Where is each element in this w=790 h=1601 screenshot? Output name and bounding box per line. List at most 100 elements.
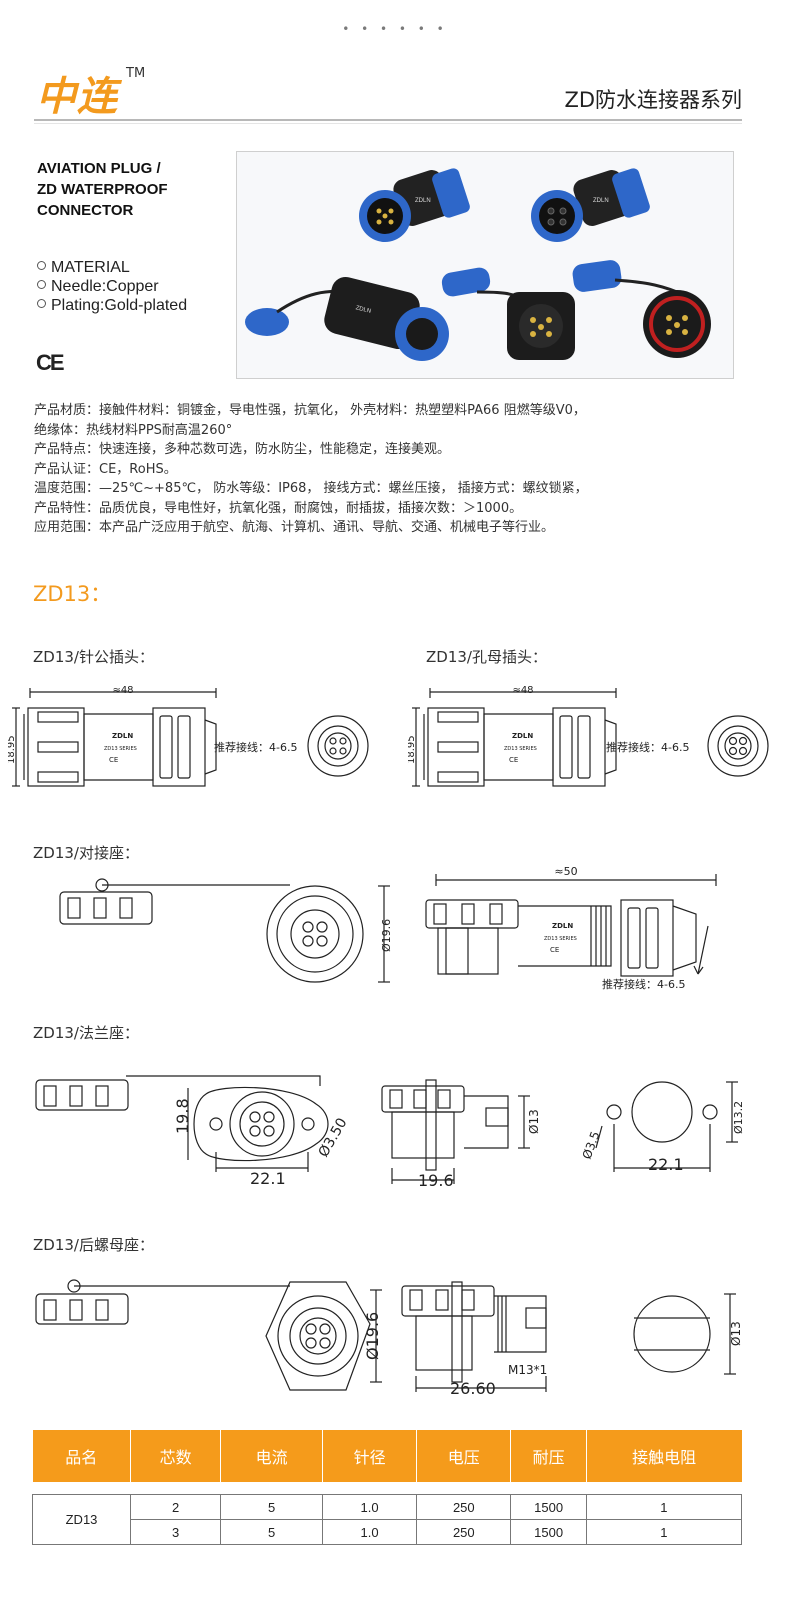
male-plug-label: ZD13/针公插头： (33, 648, 154, 666)
female-plug-drawing: ≈48 18.95 ZDLN ZD13 SERIES CE 推荐接线：4-6.5 (408, 685, 769, 787)
table-cell: 1 (585, 1519, 743, 1545)
spec-table: 品名 芯数 电流 针径 电压 耐压 接触电阻 ZD13 2 5 1.0 250 … (31, 1430, 743, 1545)
female-plug-label: ZD13/孔母插头： (426, 648, 547, 666)
dim-width: 22.1 (250, 1169, 286, 1188)
material-item: Needle:Copper (37, 277, 187, 296)
table-cell: 5 (220, 1494, 324, 1520)
flange-socket-side-drawing: 19.6 Ø13 (381, 1079, 541, 1190)
dim-length: ≈48 (512, 685, 533, 696)
table-row: 3 5 1.0 250 1500 1 (33, 1519, 743, 1545)
bullet-icon (37, 299, 46, 308)
dim-hole: Ø3.5 (580, 1129, 603, 1161)
wire-range: 推荐接线：4-6.5 (602, 977, 685, 991)
header-divider-shadow (34, 123, 742, 124)
male-plug-drawing: ≈48 18.95 ZDLN ZD13 SERIES CE 推荐接线：4-6.5 (8, 685, 369, 787)
material-list: MATERIAL Needle:Copper Plating:Gold-plat… (37, 258, 187, 315)
description-line: 产品特性：品质优良，导电性好，抗氧化强，耐腐蚀，耐插拔，插接次数：＞1000。 (34, 500, 523, 516)
table-cell: 1.0 (322, 1519, 418, 1545)
dim-hole: Ø3.50 (316, 1115, 351, 1160)
svg-text:ZDLN: ZDLN (415, 198, 431, 204)
product-name-cell: ZD13 (31, 1494, 132, 1545)
dim-height: 19.8 (173, 1098, 192, 1134)
bullet-icon (37, 261, 46, 270)
male-plug-image: ZDLN (359, 168, 470, 242)
dim-length: ≈50 (554, 866, 577, 878)
description-line: 产品材质：接触件材料：铜镀金，导电性强，抗氧化， 外壳材料：热塑塑料PA66 阻… (34, 403, 586, 418)
female-plug-image: ZDLN (531, 168, 650, 242)
table-cell: 2 (130, 1494, 222, 1520)
rear-nut-panel-cutout-drawing: Ø13 (633, 1293, 743, 1375)
dim-diameter: Ø13 (729, 1321, 743, 1346)
connector-photo-illustration: ZDLN ZDLN ZDLN (245, 168, 711, 361)
dim-diameter: Ø13 (527, 1109, 541, 1134)
svg-text:CE: CE (550, 946, 559, 954)
svg-text:CE: CE (509, 756, 518, 764)
butt-socket-image: ZDLN (245, 276, 449, 361)
dim-length: 26.60 (450, 1379, 496, 1398)
dim-diameter: Ø19.6 (380, 919, 393, 952)
brand-logo: 中连 (36, 74, 118, 120)
table-cell: 1500 (510, 1519, 587, 1545)
header-cell: 品名 (32, 1430, 132, 1482)
flange-socket-image (441, 267, 575, 360)
rear-nut-socket-label: ZD13/后螺母座： (33, 1236, 154, 1254)
trademark-mark: TM (126, 66, 146, 81)
table-cell: 1.0 (322, 1494, 418, 1520)
product-photo: ZDLN ZDLN ZDLN (236, 151, 734, 379)
dim-height: 18.95 (8, 735, 17, 764)
dim-diameter: Ø19.6 (363, 1312, 382, 1360)
product-title-line: ZD WATERPROOF (37, 181, 168, 198)
material-item: Plating:Gold-plated (37, 296, 187, 315)
product-title-line: CONNECTOR (37, 202, 134, 219)
svg-text:ZDLN: ZDLN (512, 732, 533, 740)
table-cell: 5 (220, 1519, 324, 1545)
dim-width: 22.1 (648, 1155, 684, 1174)
description-line: 温度范围：—25℃~+85℃， 防水等级：IP68， 接线方式：螺丝压接， 插接… (34, 481, 588, 496)
butt-socket-side-drawing: ≈50 ZDLN ZD13 SERIES CE 推荐接线：4-6.5 (425, 866, 717, 991)
table-cell: 3 (130, 1519, 222, 1545)
butt-socket-front-drawing: Ø19.6 (59, 878, 393, 983)
wire-range: 推荐接线：4-6.5 (606, 740, 689, 754)
dim-diameter: Ø13.2 (732, 1101, 745, 1134)
dim-thread: M13*1 (508, 1363, 547, 1377)
description-line: 产品特点：快速连接，多种芯数可选，防水防尘，性能稳定，连接美观。 (34, 442, 451, 457)
spec-table-header: 品名 芯数 电流 针径 电压 耐压 接触电阻 (32, 1430, 742, 1482)
description-line: 产品认证：CE，RoHS。 (34, 461, 177, 477)
svg-text:ZD13 SERIES: ZD13 SERIES (544, 936, 577, 942)
svg-text:ZDLN: ZDLN (355, 305, 372, 315)
rear-nut-socket-front-drawing: Ø19.6 (35, 1279, 382, 1391)
rear-nut-socket-side-drawing: M13*1 26.60 (401, 1281, 547, 1398)
header-cell: 针径 (322, 1430, 418, 1482)
description-line: 应用范围：本产品广泛应用于航空、航海、计算机、通讯、导航、交通、机械电子等行业。 (34, 520, 555, 535)
table-cell: 1 (585, 1494, 743, 1520)
rear-nut-socket-image (572, 260, 711, 358)
header-divider (34, 119, 742, 121)
svg-text:CE: CE (109, 756, 118, 764)
section-title: ZD13： (33, 582, 112, 606)
svg-text:ZDLN: ZDLN (593, 198, 609, 204)
table-cell: 250 (416, 1494, 512, 1520)
dim-depth: 19.6 (418, 1171, 454, 1190)
description-line: 绝缘体：热线材料PPS耐高温260° (34, 422, 233, 438)
table-cell: 1500 (510, 1494, 587, 1520)
series-title: ZD防水连接器系列 (564, 88, 742, 112)
bullet-icon (37, 280, 46, 289)
product-description: 产品材质：接触件材料：铜镀金，导电性强，抗氧化， 外壳材料：热塑塑料PA66 阻… (34, 401, 588, 538)
butt-socket-label: ZD13/对接座： (33, 844, 139, 862)
table-row: ZD13 2 5 1.0 250 1500 1 (31, 1494, 743, 1545)
table-cell: 250 (416, 1519, 512, 1545)
ce-mark-icon: CE (36, 350, 65, 375)
svg-text:ZDLN: ZDLN (552, 922, 573, 930)
header-cell: 芯数 (130, 1430, 222, 1482)
dim-length: ≈48 (112, 685, 133, 696)
top-dots: • • • • • • (342, 22, 448, 36)
wire-range: 推荐接线：4-6.5 (214, 740, 297, 754)
header-cell: 接触电阻 (586, 1430, 742, 1482)
dim-height: 18.95 (408, 735, 417, 764)
svg-text:ZDLN: ZDLN (112, 732, 133, 740)
flange-socket-front-drawing: 19.8 22.1 Ø3.50 (35, 1075, 351, 1188)
header-cell: 电压 (416, 1430, 512, 1482)
material-item: MATERIAL (37, 258, 187, 277)
product-title: AVIATION PLUG / ZD WATERPROOF CONNECTOR (37, 158, 168, 221)
svg-text:ZD13 SERIES: ZD13 SERIES (504, 746, 537, 752)
